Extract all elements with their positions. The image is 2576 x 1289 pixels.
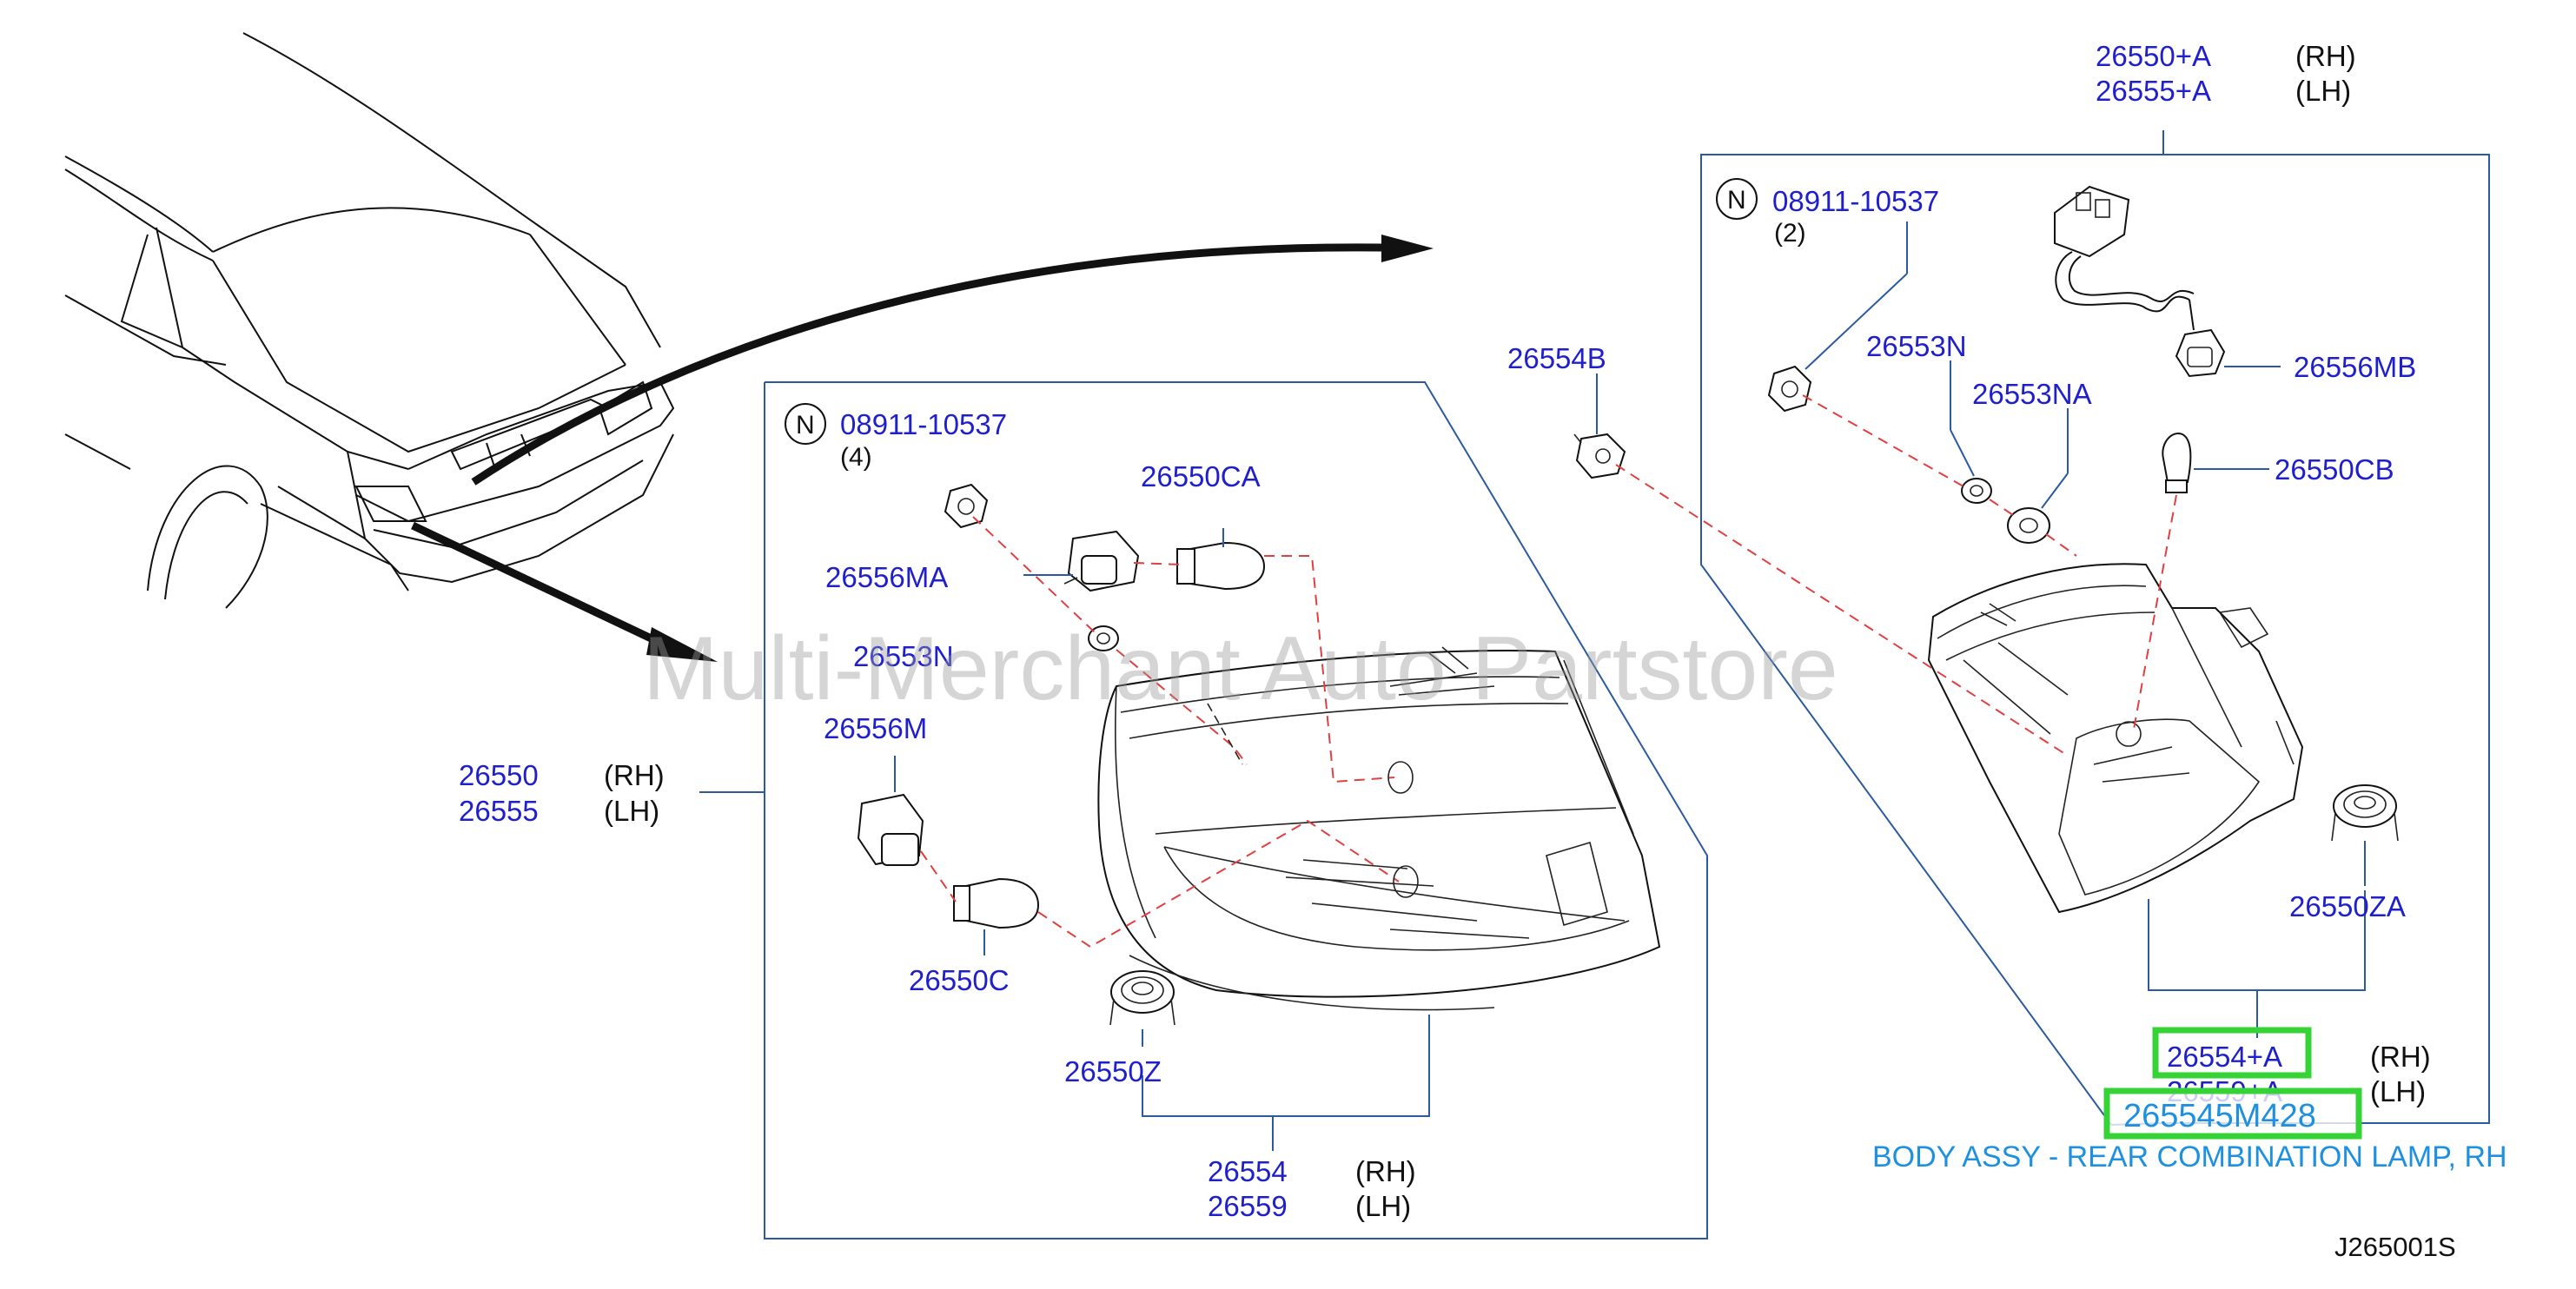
n-note-circle [785, 403, 826, 445]
highlight-box-part [2103, 1087, 2362, 1140]
body-rh-side: (RH) [1355, 1155, 1416, 1187]
bulb-icon [2162, 433, 2192, 493]
car-rear-icon [64, 32, 675, 609]
bulb-icon [953, 877, 1040, 929]
n-note-letter: N [796, 411, 815, 440]
body-lh-side: (LH) [1355, 1190, 1411, 1222]
inner-rh-part-number[interactable]: 26554+A [2167, 1041, 2282, 1073]
part-26556ma[interactable]: 26556MA [825, 561, 948, 593]
main-lh-part-number[interactable]: 26555 [459, 795, 539, 827]
nut-icon [1767, 365, 1812, 413]
part-26550ca[interactable]: 26550CA [1141, 460, 1261, 492]
clip-icon [1573, 433, 1626, 479]
assy-rh-side: (RH) [2295, 40, 2356, 72]
main-rh-side: (RH) [604, 759, 665, 791]
inner-rh-side: (RH) [2370, 1041, 2431, 1073]
part-26550cb[interactable]: 26550CB [2275, 453, 2394, 486]
wire-harness-icon [2054, 185, 2226, 378]
part-26550c[interactable]: 26550C [909, 964, 1010, 996]
left-n-part-number[interactable]: 08911-10537 [840, 408, 1007, 440]
right-n-quantity: (2) [1774, 219, 1806, 248]
highlight-part-number[interactable]: 265545M428 [2123, 1098, 2316, 1134]
body-lh-part-number[interactable]: 26559 [1208, 1190, 1288, 1222]
arrow-icon [411, 235, 1434, 662]
main-rh-part-number[interactable]: 26550 [459, 759, 539, 791]
part-26556m[interactable]: 26556M [824, 712, 927, 744]
left-panel-box [764, 381, 1708, 1239]
washer-icon [1961, 478, 1992, 504]
bulb-icon [1176, 541, 1266, 591]
washer-icon [2007, 507, 2050, 544]
bulb-socket-icon [857, 793, 924, 866]
seal-roll-icon [2331, 784, 2399, 842]
main-lh-side: (LH) [604, 795, 659, 827]
diagram-code: J265001S [2334, 1232, 2456, 1262]
bulb-socket-icon [1063, 530, 1140, 592]
part-26556mb[interactable]: 26556MB [2294, 351, 2416, 383]
part-26553n-left[interactable]: 26553N [853, 640, 954, 672]
part-26550z[interactable]: 26550Z [1064, 1055, 1162, 1087]
body-rh-part-number[interactable]: 26554 [1208, 1155, 1288, 1187]
n-note-letter: N [1727, 186, 1746, 215]
highlight-description: BODY ASSY - REAR COMBINATION LAMP, RH [1872, 1140, 2507, 1173]
right-panel-box [1700, 154, 2490, 1126]
assy-rh-part-number[interactable]: 26550+A [2096, 40, 2211, 72]
seal-roll-icon [1109, 970, 1175, 1026]
assy-lh-side: (LH) [2295, 75, 2351, 107]
assy-lh-part-number[interactable]: 26555+A [2096, 75, 2211, 107]
part-26553n-right[interactable]: 26553N [1866, 330, 1967, 362]
right-n-part-number[interactable]: 08911-10537 [1772, 185, 1939, 217]
left-n-quantity: (4) [840, 443, 872, 472]
nut-icon [944, 483, 989, 529]
n-note-circle [1716, 178, 1758, 220]
tail-lamp-icon [1927, 563, 2304, 914]
part-26550za[interactable]: 26550ZA [2289, 890, 2406, 922]
highlight-box-inner-rh [2152, 1027, 2312, 1079]
inner-lh-side: (LH) [2370, 1075, 2426, 1107]
tail-lamp-icon [1097, 646, 1661, 1011]
part-26553na[interactable]: 26553NA [1972, 378, 2092, 410]
watermark: Multi-Merchant Auto Partstore [643, 618, 1838, 719]
part-26554b[interactable]: 26554B [1507, 342, 1606, 374]
washer-icon [1088, 625, 1119, 651]
